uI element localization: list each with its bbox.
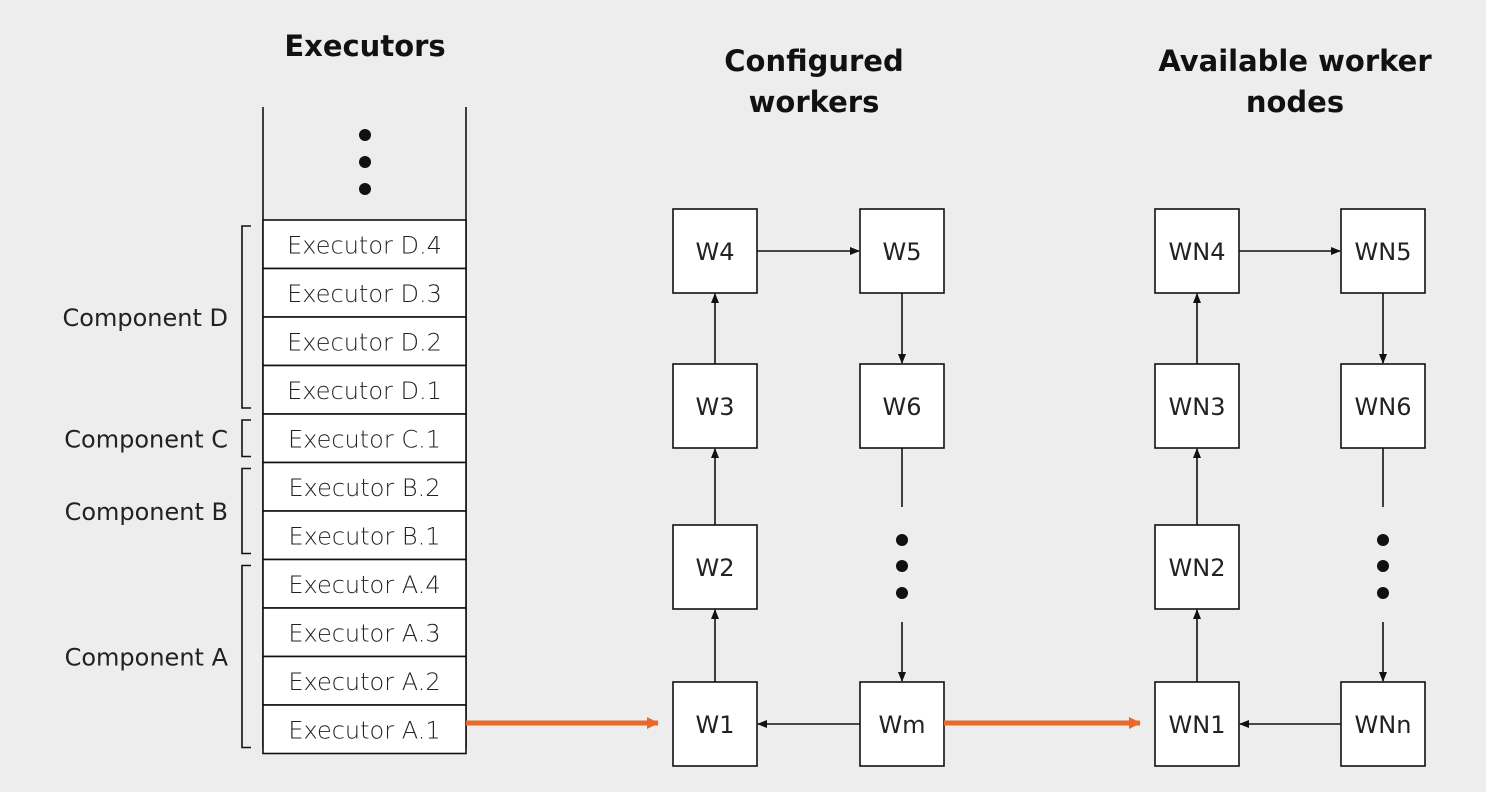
component-bracket — [241, 467, 251, 555]
executor-label: Executor A.4 — [288, 571, 440, 599]
worker-node-wnn — [1340, 681, 1426, 767]
executor-label: Executor B.1 — [288, 522, 440, 550]
worker-node-w6 — [859, 363, 945, 449]
worker-node-w5 — [859, 208, 945, 294]
available-nodes-heading-line1: Available worker — [1158, 44, 1432, 78]
worker-label: Wm — [878, 711, 925, 739]
ring-ellipsis-dot — [896, 534, 908, 546]
worker-label: W5 — [883, 238, 922, 266]
executor-label: Executor A.1 — [288, 716, 440, 744]
component-bracket — [241, 419, 251, 458]
stack-ellipsis-dot — [359, 156, 371, 168]
node-label: WN2 — [1169, 554, 1226, 582]
worker-label: W4 — [696, 238, 735, 266]
node-ring-ellipsis-dot — [1377, 560, 1389, 572]
node-label: WN6 — [1355, 393, 1412, 421]
component-groups: Component D Component C Component B Compone… — [63, 225, 251, 749]
worker-node-wn5 — [1340, 208, 1426, 294]
worker-label: W2 — [696, 554, 735, 582]
ring-ellipsis-dot — [896, 560, 908, 572]
worker-label: W3 — [696, 393, 735, 421]
executor-label: Executor D.1 — [287, 377, 442, 405]
executor-row — [262, 461, 467, 512]
node-label: WN1 — [1169, 711, 1226, 739]
worker-node-wn6 — [1340, 363, 1426, 449]
worker-node-w2 — [672, 524, 758, 610]
component-label: Component D — [63, 304, 228, 332]
node-label: WN3 — [1169, 393, 1226, 421]
ring-ellipsis-dot — [896, 587, 908, 599]
executor-label: Executor C.1 — [288, 425, 441, 453]
configured-workers-graph: W4 W5 W3 W6 W2 W1 Wm — [672, 208, 945, 767]
worker-node-w3 — [672, 363, 758, 449]
worker-node-wn4 — [1154, 208, 1240, 294]
component-label: Component A — [65, 644, 229, 672]
executor-row — [262, 510, 467, 561]
executors-heading: Executors — [284, 29, 445, 63]
executor-label: Executor B.2 — [288, 474, 440, 502]
executor-label: Executor A.2 — [288, 668, 440, 696]
component-label: Component B — [65, 498, 228, 526]
stack-ellipsis-dot — [359, 183, 371, 195]
worker-label: W1 — [696, 711, 735, 739]
executor-row — [262, 413, 467, 464]
executor-label: Executor A.3 — [288, 619, 440, 647]
executor-row — [262, 316, 467, 367]
worker-node-w4 — [672, 208, 758, 294]
node-ring-ellipsis-dot — [1377, 534, 1389, 546]
executor-label: Executor D.2 — [287, 328, 442, 356]
available-nodes-heading-line2: nodes — [1246, 85, 1344, 119]
executor-row — [262, 364, 467, 415]
configured-workers-heading-line2: workers — [749, 85, 880, 119]
node-ring-ellipsis-dot — [1377, 587, 1389, 599]
configured-workers-heading-line1: Configured — [724, 44, 903, 78]
component-bracket — [241, 564, 251, 749]
worker-node-w1 — [672, 681, 758, 767]
node-label: WN5 — [1355, 238, 1412, 266]
executor-row — [262, 267, 467, 318]
node-label: WNn — [1355, 711, 1412, 739]
component-label: Component C — [64, 425, 228, 453]
stack-ellipsis-dot — [359, 129, 371, 141]
executor-row — [262, 704, 467, 755]
node-label: WN4 — [1169, 238, 1226, 266]
available-nodes-graph: WN4 WN5 WN3 WN6 WN2 WN1 WNn — [1154, 208, 1426, 767]
executor-row — [262, 219, 467, 270]
executor-label: Executor D.4 — [287, 231, 442, 259]
executor-label: Executor D.3 — [287, 280, 442, 308]
worker-node-wm — [859, 681, 945, 767]
component-bracket — [241, 225, 251, 409]
worker-label: W6 — [883, 393, 922, 421]
